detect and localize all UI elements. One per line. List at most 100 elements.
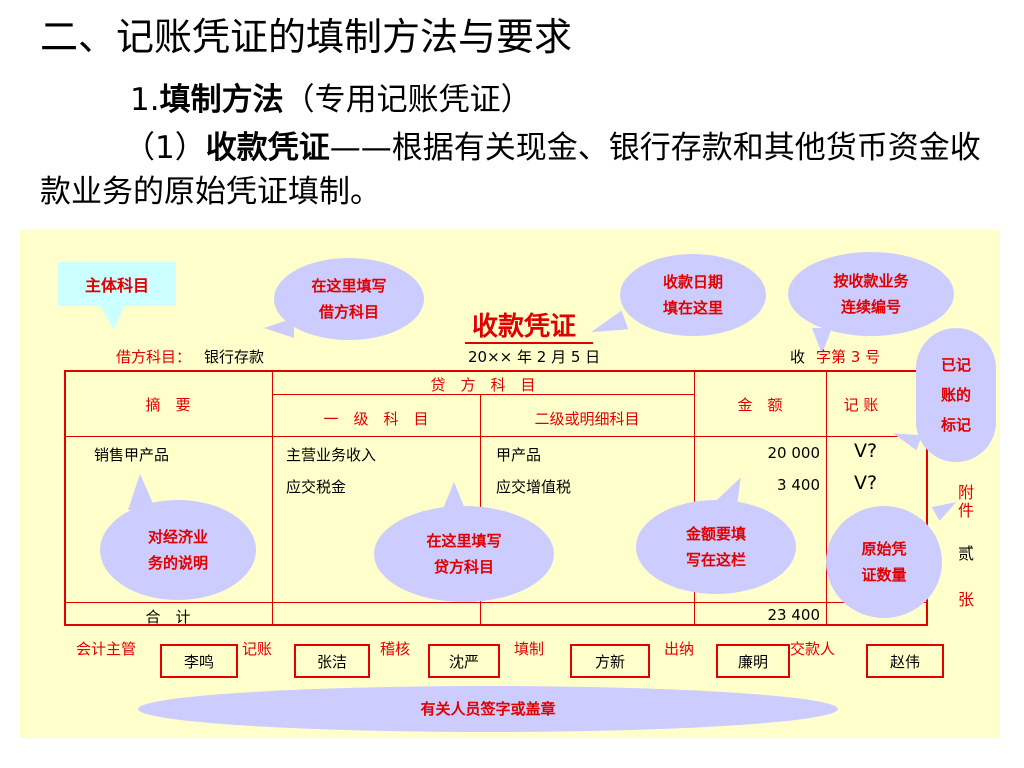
signature-role-5: 出纳 — [664, 640, 695, 658]
table-line-total — [64, 602, 928, 603]
callout-source-line1: 原始凭 — [861, 540, 907, 558]
page-title: 二、记账凭证的填制方法与要求 — [40, 15, 573, 59]
debit-value: 银行存款 — [204, 348, 265, 366]
subtitle-number: 1. — [130, 82, 160, 118]
row2-level1: 应交税金 — [286, 478, 347, 496]
attachment-label-1: 附 — [957, 483, 974, 502]
callout-posted-line3: 标记 — [940, 416, 971, 434]
signature-box-4: 方新 — [570, 644, 650, 678]
table-border-left — [64, 370, 66, 626]
callout-serial: 按收款业务连续编号 — [788, 252, 954, 336]
callout-description-line2: 务的说明 — [147, 554, 208, 572]
subtitle: 1.填制方法（专用记账凭证） — [130, 74, 532, 119]
callout-main-subject-text: 主体科目 — [84, 276, 149, 295]
row1-level2: 甲产品 — [496, 446, 542, 464]
para-number: （1） — [124, 130, 206, 166]
callout-source-line2: 证数量 — [861, 566, 907, 584]
table-col-1 — [272, 370, 273, 626]
callout-debit-fill-tail — [264, 318, 294, 338]
table-border-right — [926, 370, 928, 626]
signature-box-1: 李鸣 — [160, 644, 238, 678]
row1-posted-mark: V? — [854, 440, 878, 462]
signature-name-6: 赵伟 — [889, 652, 920, 671]
attachment-count: 贰 — [957, 544, 974, 563]
table-line-header — [64, 436, 928, 437]
header-level2: 二级或明细科目 — [534, 410, 640, 428]
voucher-panel: 主体科目 在这里填写借方科目 收款凭证 收款日期填在这里 按收款业务连续编号 借… — [20, 230, 1000, 738]
callout-date-line1: 收款日期 — [662, 273, 723, 291]
signature-role-4: 填制 — [514, 640, 545, 658]
signature-name-3: 沈严 — [448, 652, 479, 671]
row2-amount: 3 400 — [777, 476, 820, 494]
signature-role-1: 会计主管 — [76, 640, 137, 658]
voucher-number-prefix: 收 — [790, 348, 806, 366]
header-credit: 贷 方 科 目 — [430, 376, 536, 394]
signature-name-4: 方新 — [594, 652, 625, 671]
callout-main-subject: 主体科目 — [58, 262, 176, 306]
voucher-number: 字第 3 号 — [816, 348, 881, 366]
total-amount: 23 400 — [767, 606, 821, 624]
attachment-unit: 张 — [957, 590, 974, 609]
signature-role-2: 记账 — [242, 640, 273, 658]
row1-amount: 20 000 — [767, 444, 821, 462]
para-bold: 收款凭证 — [205, 130, 330, 166]
callout-description-line1: 对经济业 — [147, 528, 208, 546]
callout-amount-line1: 金额要填 — [685, 525, 746, 543]
subtitle-bold: 填制方法 — [159, 82, 284, 118]
callout-serial-line2: 连续编号 — [840, 298, 901, 316]
callout-main-subject-tail — [100, 306, 124, 330]
voucher-title: 收款凭证 — [472, 312, 577, 342]
callout-debit-fill: 在这里填写借方科目 — [274, 258, 424, 340]
callout-amount: 金额要填写在这栏 — [636, 500, 796, 594]
callout-debit-fill-line1: 在这里填写 — [311, 277, 387, 295]
table-col-4 — [826, 370, 827, 626]
callout-posted-line2: 账的 — [940, 386, 971, 404]
signature-box-6: 赵伟 — [866, 644, 944, 678]
callout-signature-text: 有关人员签字或盖章 — [420, 700, 556, 718]
signature-box-2: 张洁 — [294, 644, 370, 678]
callout-posted: 已记账的标记 — [916, 328, 996, 462]
signature-box-5: 廉明 — [716, 644, 790, 678]
attachment-label-2: 件 — [957, 501, 974, 520]
subtitle-rest: （专用记账凭证） — [283, 82, 532, 118]
callout-description-tail — [128, 474, 156, 510]
voucher-title-underline — [465, 342, 593, 344]
callout-credit-fill-tail — [440, 482, 468, 516]
signature-name-5: 廉明 — [737, 652, 768, 671]
callout-credit-fill-line1: 在这里填写 — [426, 532, 502, 550]
debit-label: 借方科目： — [116, 348, 192, 366]
table-border-top — [64, 370, 928, 372]
callout-amount-line2: 写在这栏 — [685, 551, 746, 569]
callout-serial-line1: 按收款业务 — [833, 272, 909, 290]
callout-credit-fill-line2: 贷方科目 — [433, 558, 494, 576]
callout-date-tail — [587, 310, 629, 342]
signature-name-2: 张洁 — [316, 652, 347, 671]
callout-debit-fill-line2: 借方科目 — [318, 303, 379, 321]
voucher-date: 20×× 年 2 月 5 日 — [468, 348, 601, 366]
header-level1: 一 级 科 目 — [323, 410, 429, 428]
callout-signature: 有关人员签字或盖章 — [138, 686, 838, 732]
signature-role-3: 稽核 — [380, 640, 411, 658]
row2-level2: 应交增值税 — [496, 478, 572, 496]
callout-description: 对经济业务的说明 — [100, 500, 256, 600]
row2-posted-mark: V? — [854, 472, 878, 494]
para-rest: ——根据有关现金、银行存款和其他货币资金收款业务的原始凭证填制。 — [40, 130, 981, 210]
table-border-bottom — [64, 624, 928, 626]
row1-level1: 主营业务收入 — [286, 446, 377, 464]
table-line-credit-sub — [272, 394, 694, 395]
table-col-3 — [694, 370, 695, 626]
signature-box-3: 沈严 — [428, 644, 500, 678]
attachment-label: 附件 — [956, 484, 976, 520]
description-paragraph: （1）收款凭证——根据有关现金、银行存款和其他货币资金收款业务的原始凭证填制。 — [40, 126, 1000, 214]
callout-serial-tail — [812, 328, 832, 354]
callout-date-line2: 填在这里 — [662, 299, 723, 317]
header-summary: 摘 要 — [145, 396, 191, 414]
row1-summary: 销售甲产品 — [94, 446, 170, 464]
callout-date: 收款日期填在这里 — [620, 254, 766, 336]
header-amount: 金 额 — [737, 396, 783, 414]
signature-name-1: 李鸣 — [183, 652, 214, 671]
header-posted: 记 账 — [843, 396, 879, 414]
total-label: 合 计 — [145, 608, 191, 626]
callout-source: 原始凭证数量 — [826, 506, 942, 618]
signature-role-6: 交款人 — [790, 640, 836, 658]
